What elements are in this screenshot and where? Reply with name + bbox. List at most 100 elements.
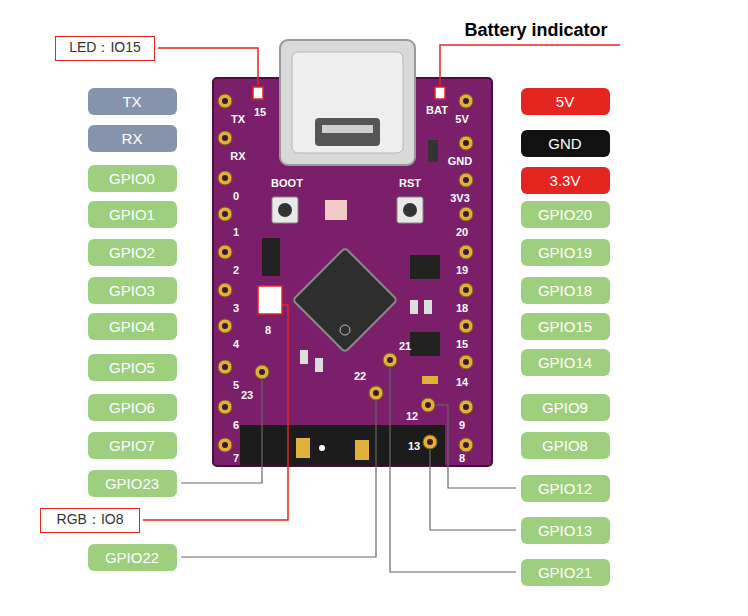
gpio-pin-label: GPIO23 — [88, 470, 177, 497]
pin-hole — [259, 369, 265, 375]
pin-pad — [255, 365, 269, 379]
battery-led — [435, 87, 445, 99]
silkscreen-pin: 5V — [455, 114, 468, 125]
pin-hole — [463, 98, 469, 104]
pin-name: 3.3V — [550, 172, 581, 189]
rst-button-cap — [403, 203, 417, 217]
leader-line — [390, 368, 516, 572]
pin-pad — [218, 400, 232, 414]
pin-name: GPIO9 — [542, 399, 588, 416]
silkscreen-pin: 23 — [241, 390, 253, 401]
pin-name: GPIO15 — [538, 318, 592, 335]
pin-pads — [218, 94, 473, 452]
callout-title: Battery indicator — [464, 21, 607, 39]
antenna-pad — [355, 440, 369, 460]
callout-line — [440, 45, 620, 85]
rgb-led-package — [325, 200, 347, 220]
pin-name: RX — [122, 130, 143, 147]
gpio-pin-label: GPIO18 — [521, 277, 610, 304]
rgb-led — [258, 286, 282, 314]
pin-hole — [222, 287, 228, 293]
gpio-pin-label: GPIO14 — [521, 349, 610, 376]
gpio-pin-label: GPIO2 — [88, 239, 177, 266]
chip-mark — [340, 325, 350, 335]
gpio-pin-label: GPIO1 — [88, 201, 177, 228]
silkscreen-pin: 19 — [456, 265, 468, 276]
pin-name: GPIO18 — [538, 282, 592, 299]
pin-pad — [383, 353, 397, 367]
gpio-pin-label: GPIO22 — [88, 544, 177, 571]
marker-dot — [319, 445, 325, 451]
silkscreen-pin: 0 — [233, 191, 239, 202]
pin-name: GPIO4 — [109, 318, 155, 335]
gpio-pin-label: GPIO3 — [88, 277, 177, 304]
callout-line — [158, 48, 258, 85]
usb-c-tongue — [322, 125, 373, 133]
silkscreen-pin: 4 — [233, 339, 239, 350]
gpio-pin-label: GPIO13 — [521, 517, 610, 544]
capacitor — [422, 376, 438, 384]
usb-c-connector — [280, 40, 415, 165]
silkscreen-pin: 6 — [233, 420, 239, 431]
pin-pad — [218, 319, 232, 333]
pin-name: GPIO13 — [538, 522, 592, 539]
pin-name: GPIO8 — [542, 437, 588, 454]
pin-name: GND — [548, 135, 581, 152]
gpio-pin-label: GPIO7 — [88, 432, 177, 459]
pin-name: GPIO21 — [538, 564, 592, 581]
silkscreen-button: RST — [399, 178, 421, 189]
pin-hole — [373, 390, 379, 396]
callout-box: LED：IO15 — [55, 36, 155, 61]
pin-name: GPIO19 — [538, 244, 592, 261]
pin-pad — [459, 400, 473, 414]
antenna-pad — [296, 438, 310, 458]
regulator — [262, 238, 280, 276]
gpio-pin-label: GPIO0 — [88, 165, 177, 192]
pin-pad — [421, 398, 435, 412]
silkscreen-pin: 3 — [233, 303, 239, 314]
pin-pad — [218, 360, 232, 374]
uart-pin-label: RX — [88, 125, 177, 152]
mcu-chip — [293, 248, 398, 353]
silkscreen-pin: TX — [231, 114, 245, 125]
gpio-pin-label: GPIO20 — [521, 201, 610, 228]
leader-line — [181, 401, 376, 557]
pin-name: GPIO7 — [109, 437, 155, 454]
pin-pad — [459, 319, 473, 333]
power-pin-label: 3.3V — [521, 167, 610, 194]
pin-name: GPIO3 — [109, 282, 155, 299]
boot-button — [272, 197, 298, 223]
pin-pad — [459, 438, 473, 452]
silkscreen-pin: 7 — [233, 453, 239, 464]
silkscreen-pin: RX — [230, 151, 245, 162]
usb-c-port — [315, 118, 380, 146]
pin-hole — [222, 442, 228, 448]
silkscreen-pin: 1 — [233, 227, 239, 238]
leader-line — [181, 380, 262, 483]
pin-hole — [463, 211, 469, 217]
pin-name: GPIO0 — [109, 170, 155, 187]
silkscreen-pin: 13 — [408, 441, 420, 452]
pcb-board — [213, 78, 492, 466]
gpio-pin-label: GPIO8 — [521, 432, 610, 459]
silkscreen-pin: 15 — [254, 107, 266, 118]
gpio-pin-label: GPIO15 — [521, 313, 610, 340]
power-pin-label: 5V — [521, 88, 610, 115]
pin-hole — [463, 442, 469, 448]
leader-line — [436, 405, 516, 488]
pin-pad — [218, 438, 232, 452]
pin-hole — [463, 359, 469, 365]
silkscreen-pin: 5 — [233, 380, 239, 391]
led-io15 — [253, 87, 263, 99]
resistor — [300, 350, 308, 364]
pin-pad — [369, 386, 383, 400]
pin-pad — [459, 207, 473, 221]
pin-pad — [423, 435, 437, 449]
pin-hole — [222, 135, 228, 141]
usb-c-shell — [292, 52, 403, 153]
silkscreen-pin: 22 — [354, 371, 366, 382]
callout-box: RGB：IO8 — [40, 508, 140, 533]
pin-name: TX — [122, 93, 141, 110]
pin-hole — [222, 175, 228, 181]
